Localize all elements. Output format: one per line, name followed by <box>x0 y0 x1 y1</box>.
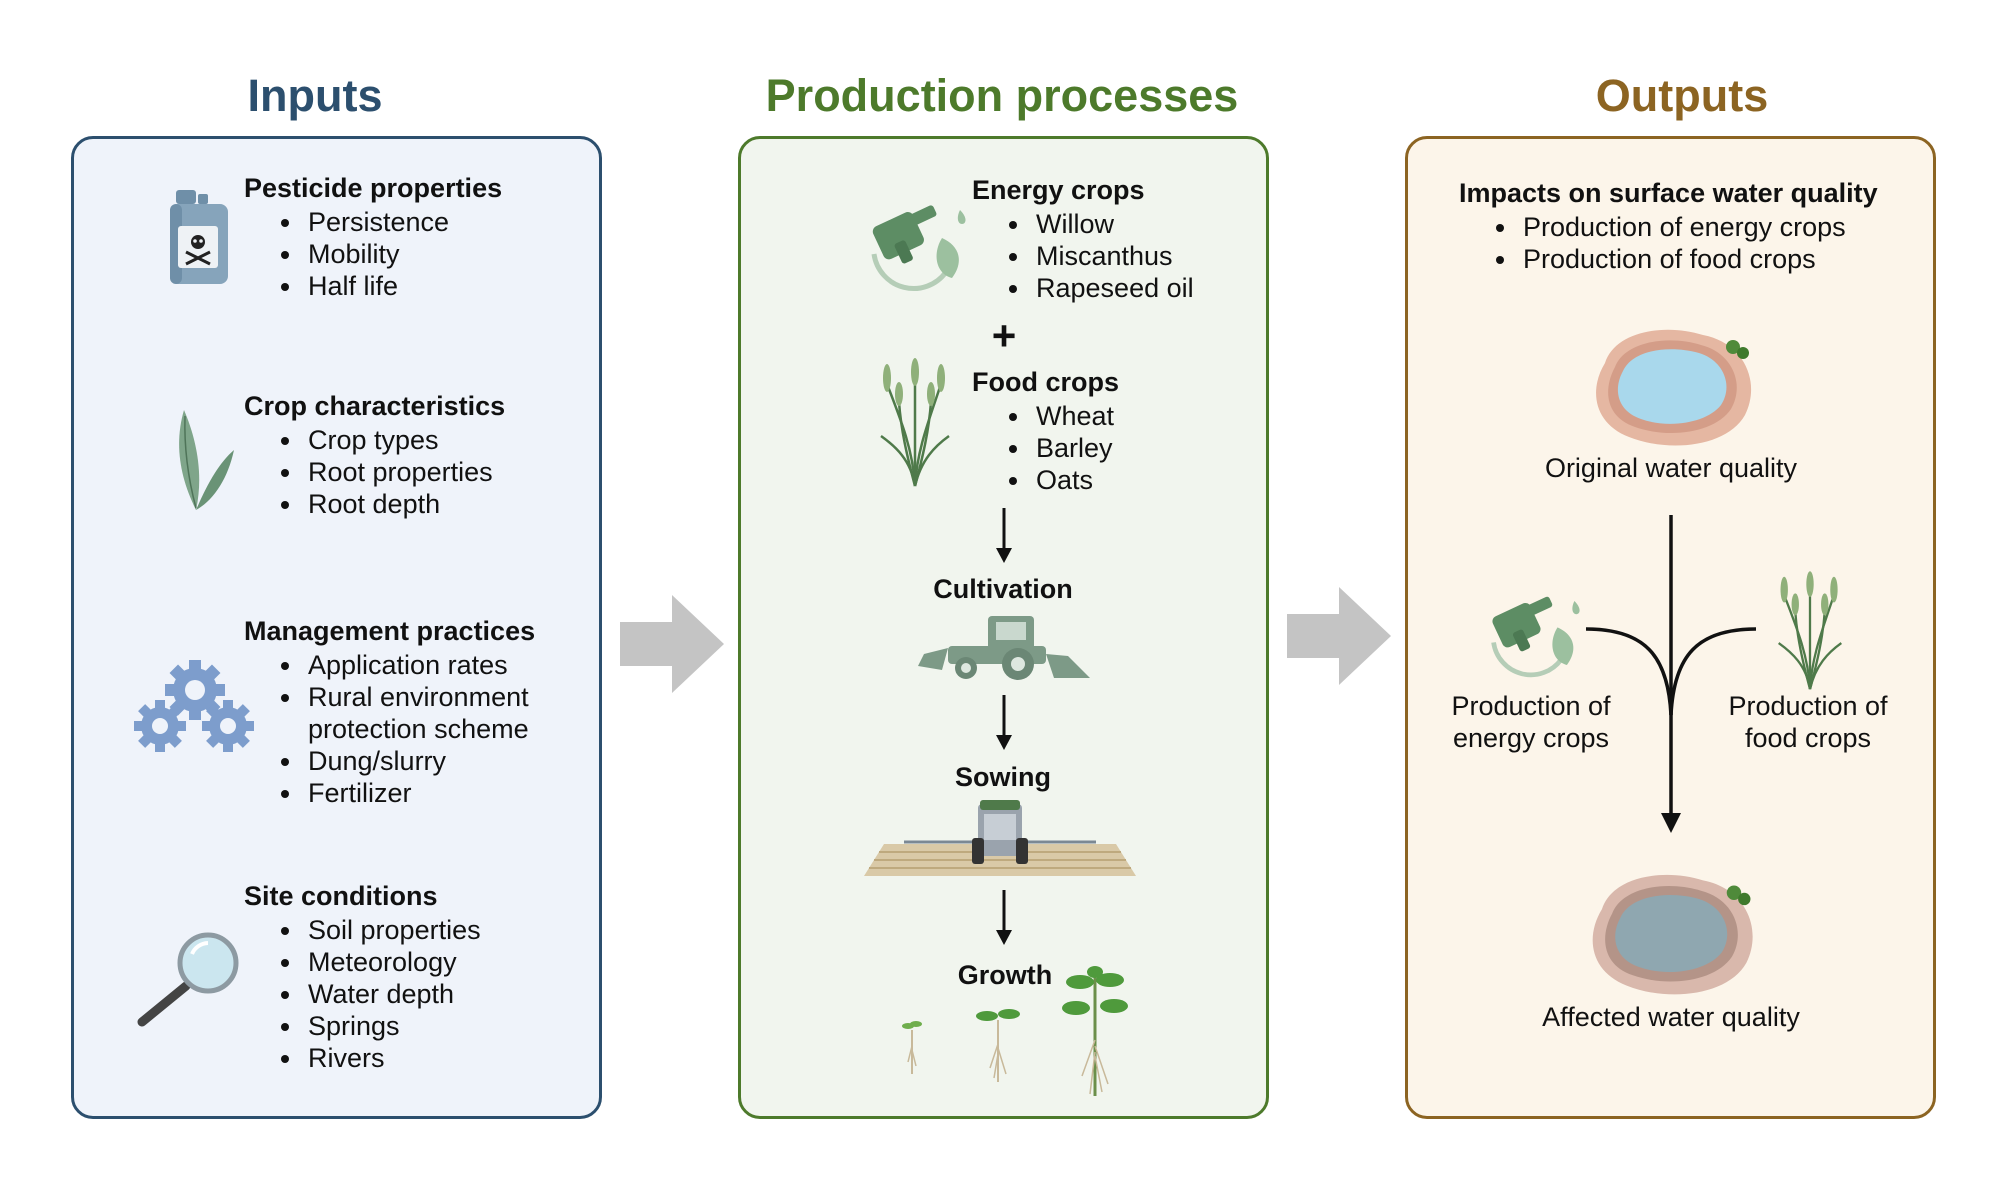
list-item: Application rates <box>304 649 594 681</box>
production-food-crops-label: Production of food crops <box>1728 691 1888 753</box>
gears-icon <box>134 660 254 752</box>
seedling-large-icon <box>1062 966 1128 1096</box>
list-item: Rapeseed oil <box>1032 272 1194 304</box>
pesticide-properties-group: Pesticide properties Persistence Mobilit… <box>244 173 502 302</box>
list-item: Water depth <box>304 978 481 1010</box>
biofuel-pump-icon <box>1491 596 1580 678</box>
outputs-title: Outputs <box>1595 70 1769 121</box>
food-crops-group: Food crops Wheat Barley Oats <box>972 367 1119 496</box>
list-item: Willow <box>1032 208 1194 240</box>
production-energy-crops-label: Production of energy crops <box>1451 691 1611 753</box>
group-heading: Food crops <box>972 367 1119 397</box>
wheat-icon <box>1778 571 1842 690</box>
list-item: Meteorology <box>304 946 481 978</box>
list-item: Soil properties <box>304 914 481 946</box>
flow-arrow-icon <box>1287 587 1391 685</box>
list-item: Root depth <box>304 488 505 520</box>
seedling-small-icon <box>902 1021 922 1074</box>
list-item: Production of energy crops <box>1519 211 1878 243</box>
list-item: Springs <box>304 1010 481 1042</box>
energy-crops-group: Energy crops Willow Miscanthus Rapeseed … <box>972 175 1194 304</box>
group-heading: Crop characteristics <box>244 391 506 421</box>
list-item: Root properties <box>304 456 505 488</box>
inputs-panel <box>71 136 602 1119</box>
list-item: Mobility <box>304 238 502 270</box>
list-item: Dung/slurry <box>304 745 594 777</box>
group-heading: Pesticide properties <box>244 173 503 203</box>
list-item: Barley <box>1032 432 1119 464</box>
crop-characteristics-group: Crop characteristics Crop types Root pro… <box>244 391 505 520</box>
clean-pond-icon <box>1596 329 1752 446</box>
down-arrow-icon <box>996 695 1012 750</box>
list-item: Rivers <box>304 1042 481 1074</box>
group-heading: Energy crops <box>972 175 1145 205</box>
sowing-field-icon <box>864 800 1136 876</box>
list-item: Oats <box>1032 464 1119 496</box>
management-practices-group: Management practices Application rates R… <box>244 616 594 809</box>
leaf-icon <box>179 410 234 510</box>
down-arrow-icon <box>996 508 1012 563</box>
magnifier-icon <box>137 932 239 1027</box>
list-item: Production of food crops <box>1519 243 1878 275</box>
original-water-quality-label: Original water quality <box>1544 453 1798 483</box>
sowing-label: Sowing <box>955 762 1051 792</box>
pesticide-bottle-icon <box>170 190 228 284</box>
down-arrow-icon <box>996 890 1012 945</box>
production-processes-title: Production processes <box>765 70 1239 121</box>
growth-label: Growth <box>957 960 1053 990</box>
seedling-medium-icon <box>976 1009 1020 1082</box>
biofuel-pump-icon <box>871 205 966 291</box>
cultivation-label: Cultivation <box>933 574 1073 604</box>
list-item: Persistence <box>304 206 502 238</box>
site-conditions-group: Site conditions Soil properties Meteorol… <box>244 881 481 1074</box>
group-heading: Impacts on surface water quality <box>1459 178 1878 208</box>
list-item: Half life <box>304 270 502 302</box>
list-item: Crop types <box>304 424 505 456</box>
polluted-pond-icon <box>1592 874 1753 995</box>
list-item: Rural environment protection scheme <box>304 681 594 745</box>
impacts-group: Impacts on surface water quality Product… <box>1459 178 1878 275</box>
list-item: Wheat <box>1032 400 1119 432</box>
wheat-icon <box>880 358 950 487</box>
list-item: Miscanthus <box>1032 240 1194 272</box>
affected-water-quality-label: Affected water quality <box>1542 1002 1800 1032</box>
inputs-title: Inputs <box>247 70 383 121</box>
group-heading: Management practices <box>244 616 536 646</box>
flow-arrow-icon <box>620 595 724 693</box>
tractor-icon <box>918 616 1090 680</box>
plus-sign: + <box>991 312 1017 359</box>
list-item: Fertilizer <box>304 777 594 809</box>
group-heading: Site conditions <box>244 881 438 911</box>
merge-arrows-icon <box>1585 515 1757 833</box>
